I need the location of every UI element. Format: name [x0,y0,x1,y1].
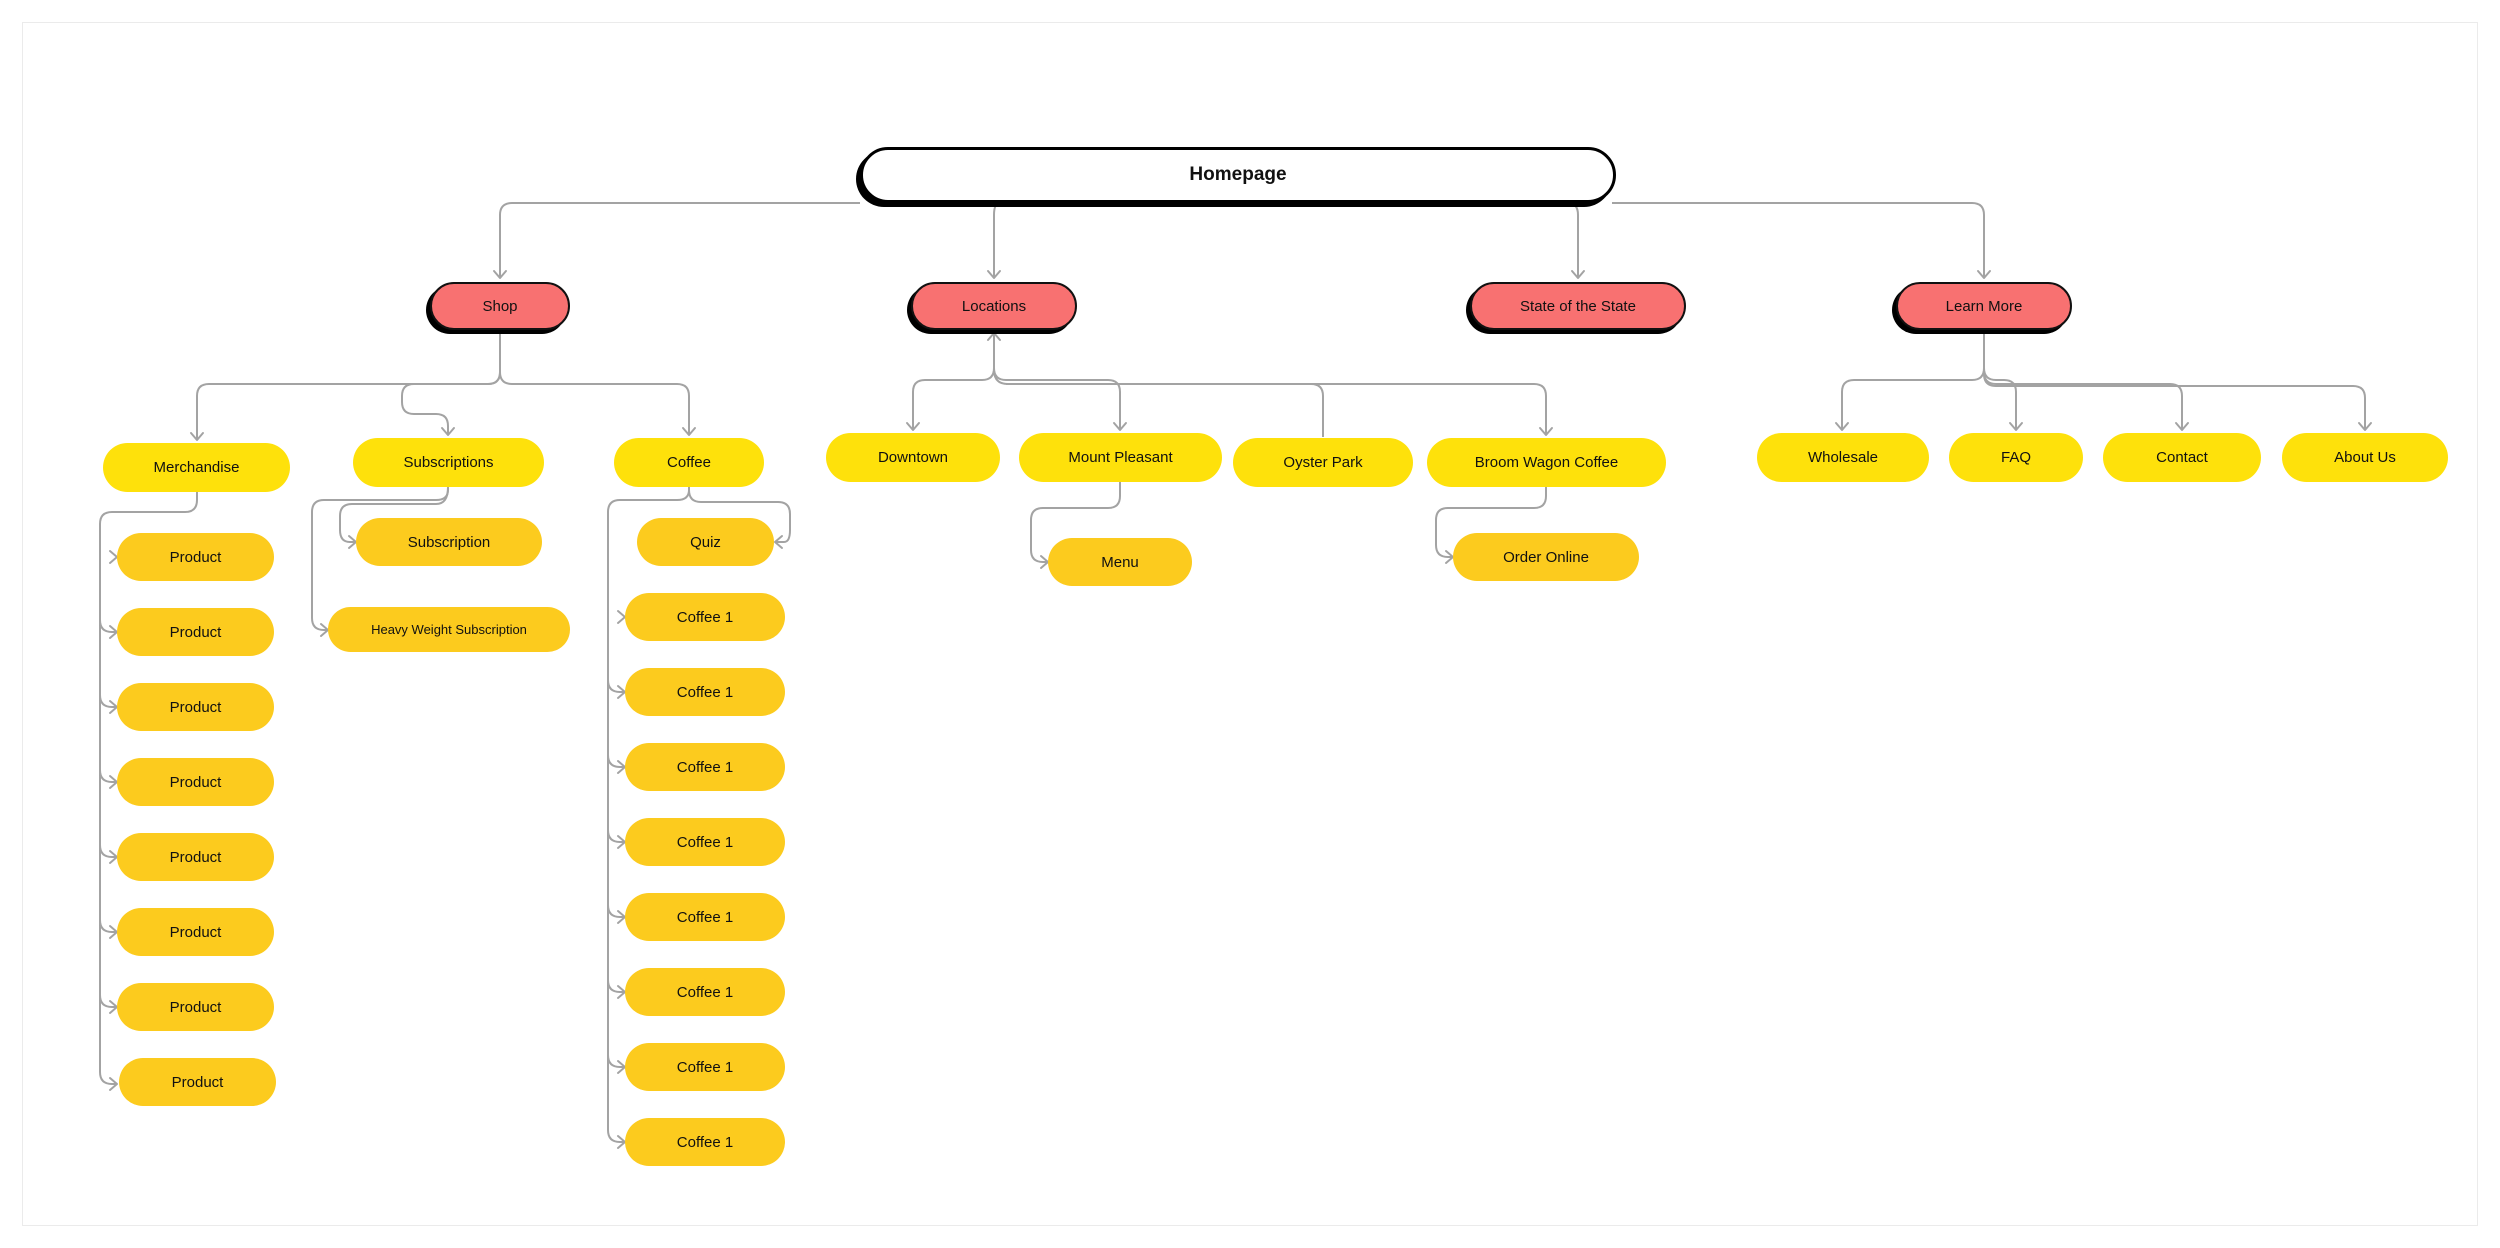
arrowhead [1977,270,1991,279]
coffee-item-node: Coffee 1 [625,1118,785,1166]
arrowhead [1835,422,1849,431]
mount-pleasant-node: Mount Pleasant [1019,433,1222,482]
connector-merchandise-products [99,492,198,1085]
arrowhead [987,332,1001,341]
connector-locations-downtown [912,333,995,430]
broom-wagon-coffee-node: Broom Wagon Coffee [1427,438,1666,487]
arrowhead [493,270,507,279]
connector-locations-mount-pleasant [993,367,1121,430]
about-us-node: About Us [2282,433,2448,482]
connector-product-7 [99,994,117,1008]
arrowhead [2175,422,2189,431]
connector-coffee-4 [607,829,625,843]
product-node: Product [117,683,274,731]
arrowhead [774,535,783,549]
coffee-item-node: Coffee 1 [625,893,785,941]
arrowhead [987,270,1001,279]
downtown-node: Downtown [826,433,1000,482]
quiz-node: Quiz [637,518,774,566]
arrowhead [906,422,920,431]
connector-learn-wholesale [1841,330,1985,430]
product-node: Product [117,833,274,881]
product-node: Product [117,983,274,1031]
oyster-park-node: Oyster Park [1233,438,1413,487]
connector-learn-faq [1983,367,2017,430]
connector-coffee-quiz [688,487,791,543]
coffee-item-node: Coffee 1 [625,668,785,716]
arrowhead [109,1077,118,1091]
connector-shop-coffee [499,371,690,435]
heavy-weight-subscription-node: Heavy Weight Subscription [328,607,570,652]
subscription-node: Subscription [356,518,542,566]
connector-product-4 [99,769,117,783]
coffee-item-node: Coffee 1 [625,593,785,641]
connector-locations-broom-wagon [1006,383,1547,435]
state-of-the-state-node: State of the State [1470,282,1686,330]
connector-root-state [1567,202,1579,278]
connector-product-6 [99,919,117,933]
connector-coffee-3 [607,754,625,768]
connector-learn-contact [1983,371,2183,430]
product-node: Product [117,908,274,956]
connector-coffee-6 [607,979,625,993]
coffee-item-node: Coffee 1 [625,1043,785,1091]
connector-product-3 [99,694,117,708]
coffee-node: Coffee [614,438,764,487]
menu-node: Menu [1048,538,1192,586]
arrowhead [1113,422,1127,431]
faq-node: FAQ [1949,433,2083,482]
connector-product-5 [99,844,117,858]
arrowhead [190,432,204,441]
arrowhead [2358,422,2372,431]
contact-node: Contact [2103,433,2261,482]
arrowhead [441,427,455,436]
connector-coffee-7 [607,1054,625,1068]
homepage-node: Homepage [860,147,1616,203]
connector-root-shop [499,202,860,278]
arrowhead [617,610,626,624]
order-online-node: Order Online [1453,533,1639,581]
canvas-frame [22,22,2478,1226]
product-node: Product [119,1058,276,1106]
merchandise-node: Merchandise [103,443,290,492]
coffee-item-node: Coffee 1 [625,743,785,791]
subscriptions-node: Subscriptions [353,438,544,487]
coffee-item-node: Coffee 1 [625,818,785,866]
connector-coffee-list [607,487,690,1143]
shop-node: Shop [430,282,570,330]
wholesale-node: Wholesale [1757,433,1929,482]
arrowhead [682,427,696,436]
locations-node: Locations [911,282,1077,330]
coffee-item-node: Coffee 1 [625,968,785,1016]
arrowhead [1539,427,1553,436]
learn-more-node: Learn More [1896,282,2072,330]
product-node: Product [117,758,274,806]
product-node: Product [117,533,274,581]
connector-root-locations [993,202,1001,278]
arrowhead [2009,422,2023,431]
connector-mount-pleasant-menu [1030,482,1121,563]
connector-root-learn [1612,202,1985,278]
product-node: Product [117,608,274,656]
connector-product-2 [99,619,117,633]
arrowhead [109,550,118,564]
connector-learn-about [1983,373,2366,430]
connector-coffee-5 [607,904,625,918]
connector-broom-wagon-order [1435,487,1547,558]
connector-coffee-2 [607,679,625,693]
arrowhead [1571,270,1585,279]
connector-shop-subscriptions [401,371,501,435]
connector-subscriptions-subscription [339,486,449,543]
